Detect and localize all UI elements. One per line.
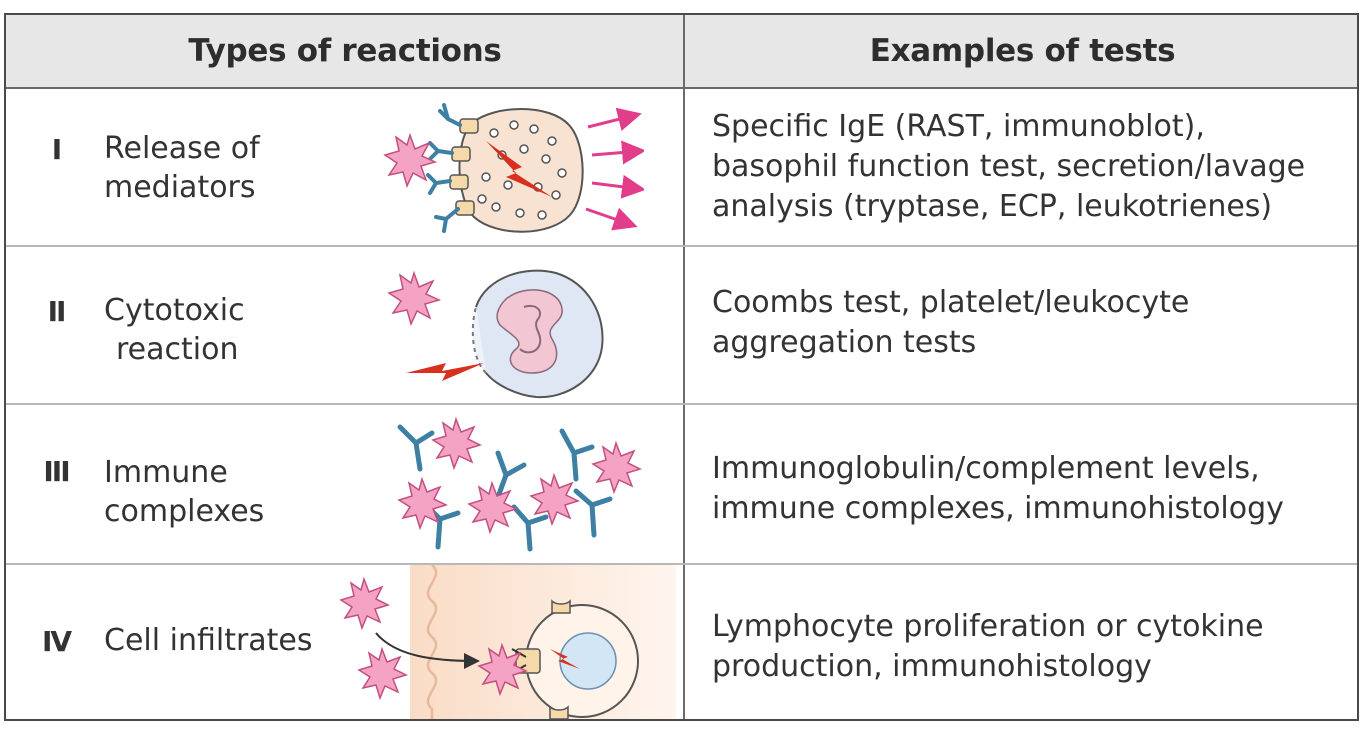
test-line: Coombs test, platelet/leukocyte — [712, 285, 1190, 320]
reaction-type-line: mediators — [104, 170, 256, 205]
mediator-release-arrows — [585, 107, 644, 231]
reaction-type: Cell infiltrates — [104, 621, 313, 660]
mast-cell — [426, 103, 584, 233]
reaction-type: Cytotoxic reaction — [104, 291, 245, 369]
mast-cell-degranulation-illustration — [383, 103, 644, 233]
reaction-type-line: Cytotoxic — [104, 293, 245, 328]
t-cell-infiltration-illustration — [339, 565, 676, 719]
row-numeral: IV — [41, 625, 72, 658]
test-line: analysis (tryptase, ECP, leukotrienes) — [712, 189, 1273, 224]
test-line: production, immunohistology — [712, 649, 1152, 684]
migration-arrow — [375, 632, 480, 669]
lightning-icon — [486, 141, 552, 197]
row-divider — [6, 563, 1357, 565]
test-line: basophil function test, secretion/lavage — [712, 149, 1306, 184]
antibody-icons — [397, 424, 613, 552]
antigen-icon — [357, 646, 409, 701]
test-line: aggregation tests — [712, 325, 977, 360]
lightning-icon — [406, 363, 484, 381]
reaction-type-line: Cell infiltrates — [104, 623, 313, 658]
reaction-type-line: Release of — [104, 131, 260, 166]
test-examples: Immunoglobulin/complement levels, immune… — [712, 449, 1352, 529]
test-line: immune complexes, immunohistology — [712, 491, 1284, 526]
immune-complexes-illustration — [397, 416, 643, 552]
table-header: Types of reactions Examples of tests — [6, 15, 1357, 89]
reaction-type: Release of mediators — [104, 129, 260, 207]
row-numeral: I — [51, 133, 62, 166]
header-examples-of-tests: Examples of tests — [869, 33, 1176, 69]
test-line: Specific IgE (RAST, immunoblot), — [712, 109, 1205, 144]
table-row: IV Cell infiltrates — [6, 565, 1357, 719]
test-examples: Coombs test, platelet/leukocyte aggregat… — [712, 283, 1352, 363]
test-examples: Specific IgE (RAST, immunoblot), basophi… — [712, 107, 1352, 227]
row-numeral: III — [43, 455, 70, 488]
test-line: Immunoglobulin/complement levels, — [712, 451, 1260, 486]
test-line: Lymphocyte proliferation or cytokine — [712, 609, 1264, 644]
row-divider — [6, 245, 1357, 247]
reaction-type-line: Immune — [104, 455, 228, 490]
row-numeral: II — [47, 295, 67, 328]
reaction-type-line: reaction — [116, 332, 239, 367]
lightning-icon — [550, 649, 580, 669]
antigen-icon — [383, 132, 438, 189]
column-divider — [683, 15, 685, 719]
cytotoxic-cell-lysis-illustration — [387, 269, 604, 399]
reaction-types-table: Types of reactions Examples of tests I R… — [4, 13, 1359, 721]
target-cell — [471, 269, 604, 399]
test-examples: Lymphocyte proliferation or cytokine pro… — [712, 607, 1352, 687]
table-row: I Release of mediators — [6, 89, 1357, 245]
reaction-type: Immune complexes — [104, 453, 264, 531]
antigen-icon — [477, 642, 529, 697]
antigen-icon — [339, 576, 391, 631]
table-row: III Immune complexes Immunoglo — [6, 405, 1357, 561]
table-row: II Cytotoxic reaction Coombs test, plate… — [6, 247, 1357, 403]
row-divider — [6, 403, 1357, 405]
antigen-icons — [397, 416, 643, 535]
reaction-type-line: complexes — [104, 494, 265, 529]
header-types-of-reactions: Types of reactions — [188, 33, 502, 69]
antigen-icon — [387, 270, 442, 327]
